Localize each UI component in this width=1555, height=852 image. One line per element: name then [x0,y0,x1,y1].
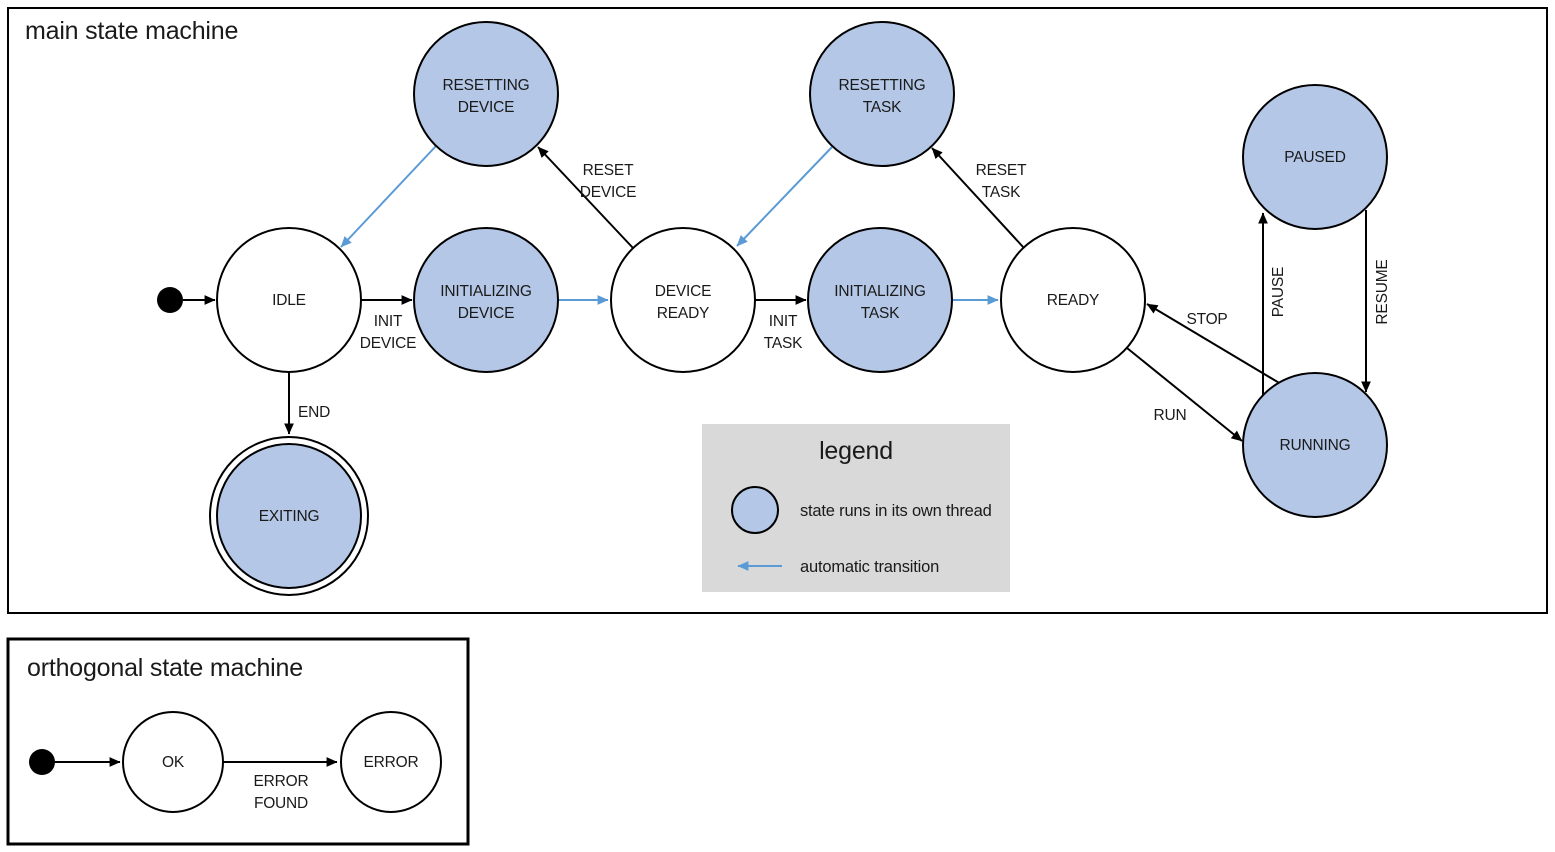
state-label: DEVICE [458,99,515,116]
transition-label: INIT [769,313,798,330]
transition-reset-device: RESET DEVICE [537,146,637,249]
transition-label: RESET [583,162,634,179]
state-circle [216,227,362,373]
state-label: RUNNING [1280,437,1351,454]
auto-transition-arrow [736,146,833,247]
state-running: RUNNING [1242,372,1388,518]
state-label: PAUSED [1284,149,1345,166]
state-circle [413,227,559,373]
state-paused: PAUSED [1242,84,1388,230]
state-initializing-task: INITIALIZING TASK [807,227,953,373]
auto-transition-resetting-task-to-device-ready [736,146,833,247]
state-label: EXITING [259,508,320,525]
transition-stop: STOP [1146,303,1282,385]
transition-label: RESET [976,162,1027,179]
orthogonal-state-machine-panel: orthogonal state machine OK ERROR FOUND … [6,637,470,846]
transition-label: ERROR [254,773,309,790]
transition-reset-task: RESET TASK [931,147,1027,249]
state-label: READY [1047,292,1099,309]
transition-pause: PAUSE [1258,212,1287,395]
orthogonal-panel-title: orthogonal state machine [27,654,303,682]
state-exiting-final: EXITING [209,436,369,596]
transition-label: DEVICE [360,335,417,352]
transition-arrow [931,147,1025,249]
initial-state-main [157,287,183,313]
transition-init-device: INIT DEVICE [360,295,417,352]
state-initializing-device: INITIALIZING DEVICE [413,227,559,373]
state-circle [413,21,559,167]
state-ready: READY [1000,227,1146,373]
state-label: IDLE [272,292,306,309]
state-circle [1242,84,1388,230]
transition-label: FOUND [254,795,308,812]
legend-title: legend [819,437,893,465]
legend-thread-state-icon [731,486,779,534]
auto-transition-resetting-device-to-idle [340,145,437,248]
state-label: RESETTING [839,77,926,94]
state-circle [216,443,362,589]
transition-label: INIT [374,313,403,330]
transition-label: STOP [1186,311,1227,328]
state-resetting-task: RESETTING TASK [809,21,955,167]
transition-label: RUN [1154,407,1187,424]
state-circle [807,227,953,373]
transition-resume: RESUME [1361,210,1391,393]
state-error: ERROR [340,711,442,813]
legend: legend state runs in its own thread auto… [702,424,1010,592]
state-circle [340,711,442,813]
state-label: TASK [861,305,900,322]
main-panel-title: main state machine [25,17,238,45]
transition-label: DEVICE [580,184,637,201]
state-label: OK [162,754,185,771]
transition-label: END [298,404,330,421]
state-label: READY [657,305,709,322]
state-circle [1242,372,1388,518]
transition-label: TASK [982,184,1021,201]
initial-state-orthogonal [29,749,55,775]
transition-label: RESUME [1374,259,1391,324]
state-label: DEVICE [655,283,712,300]
state-label: INITIALIZING [440,283,531,300]
transition-init-task: INIT TASK [755,295,807,352]
state-idle: IDLE [216,227,362,373]
legend-thread-state-label: state runs in its own thread [800,502,992,520]
transition-arrow [537,146,634,249]
transition-run: RUN [1126,347,1243,442]
legend-auto-transition-label: automatic transition [800,558,939,576]
state-resetting-device: RESETTING DEVICE [413,21,559,167]
state-label: TASK [863,99,902,116]
transition-label: PAUSE [1270,267,1287,317]
transition-arrow [1146,303,1282,385]
main-state-machine-panel: main state machine INIT DEVICE INIT TASK… [7,7,1548,614]
transition-end: END [284,372,330,435]
initial-state-dot [29,749,55,775]
transition-error-found: ERROR FOUND [223,757,338,812]
auto-transition-arrow [340,145,437,248]
state-device-ready: DEVICE READY [610,227,756,373]
state-label: RESETTING [443,77,530,94]
state-circle [610,227,756,373]
transition-label: TASK [764,335,803,352]
state-label: ERROR [364,754,419,771]
state-label: INITIALIZING [834,283,925,300]
state-circle [1000,227,1146,373]
initial-state-dot [157,287,183,313]
state-label: DEVICE [458,305,515,322]
state-circle [809,21,955,167]
state-ok: OK [122,711,224,813]
transition-arrow [1126,347,1243,442]
